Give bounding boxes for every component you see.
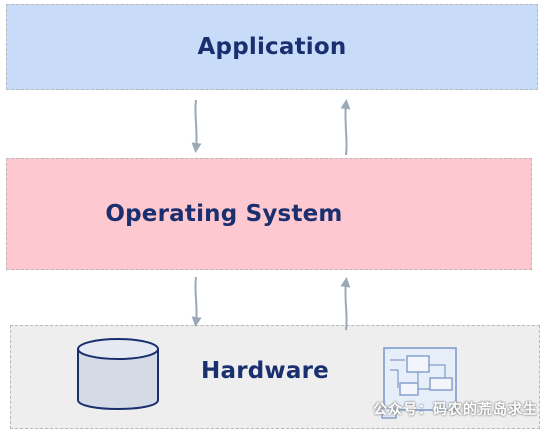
watermark-text: 公众号：码农的荒岛求生	[373, 402, 538, 418]
application-label: Application	[197, 34, 347, 60]
operating-system-label: Operating System	[105, 201, 343, 227]
arrow-down-os-to-hw	[191, 276, 202, 327]
arrow-up-os-to-app	[340, 99, 351, 156]
hardware-label: Hardware	[201, 358, 329, 384]
application-layer: Application	[6, 4, 538, 90]
circuit-board-icon	[381, 347, 457, 419]
arrow-up-hw-to-os	[340, 277, 351, 331]
operating-system-layer: Operating System	[6, 158, 532, 270]
arrow-down-app-to-os	[191, 99, 202, 153]
database-cylinder-icon	[77, 338, 159, 410]
